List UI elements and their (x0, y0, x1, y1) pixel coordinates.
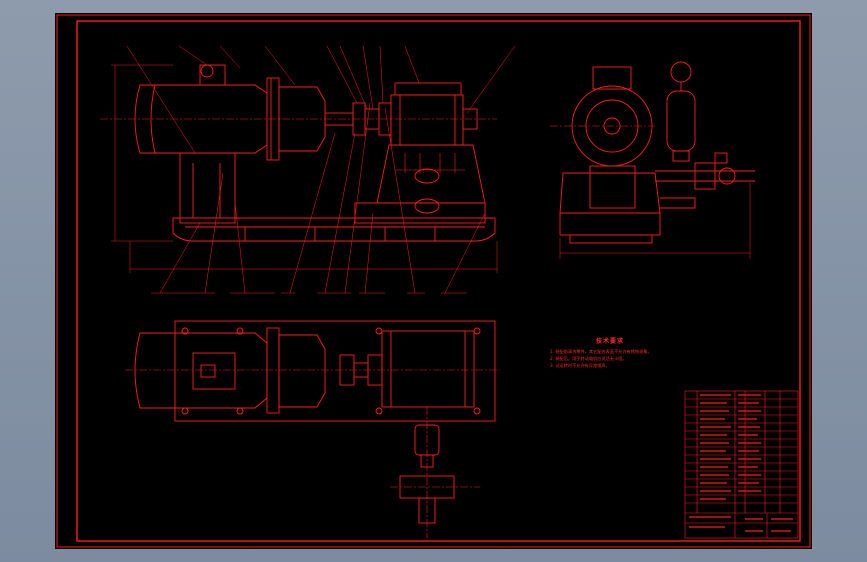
top-view (125, 320, 500, 538)
technical-note-1: 1. 装配前清洗零件，其它配合表面不允许有锈蚀现象。 (550, 349, 652, 354)
technical-notes-title: 技术要求 (595, 338, 624, 345)
parts-list-text (689, 394, 793, 532)
outer-border (56, 14, 811, 548)
technical-note-3: 3. 试运转时不允许有异常噪声。 (550, 363, 610, 368)
drawing-sheet: 技术要求 1. 装配前清洗零件，其它配合表面不允许有锈蚀现象。 2. 装配后，用… (55, 13, 812, 549)
inner-border (76, 20, 801, 542)
cad-drawing (56, 14, 811, 548)
technical-note-2: 2. 装配后，用手转动电机应灵活无卡阻。 (550, 356, 627, 361)
front-view (100, 45, 516, 294)
side-view (550, 61, 755, 259)
title-block (684, 390, 799, 539)
technical-notes: 技术要求 1. 装配前清洗零件，其它配合表面不允许有锈蚀现象。 2. 装配后，用… (550, 338, 670, 369)
